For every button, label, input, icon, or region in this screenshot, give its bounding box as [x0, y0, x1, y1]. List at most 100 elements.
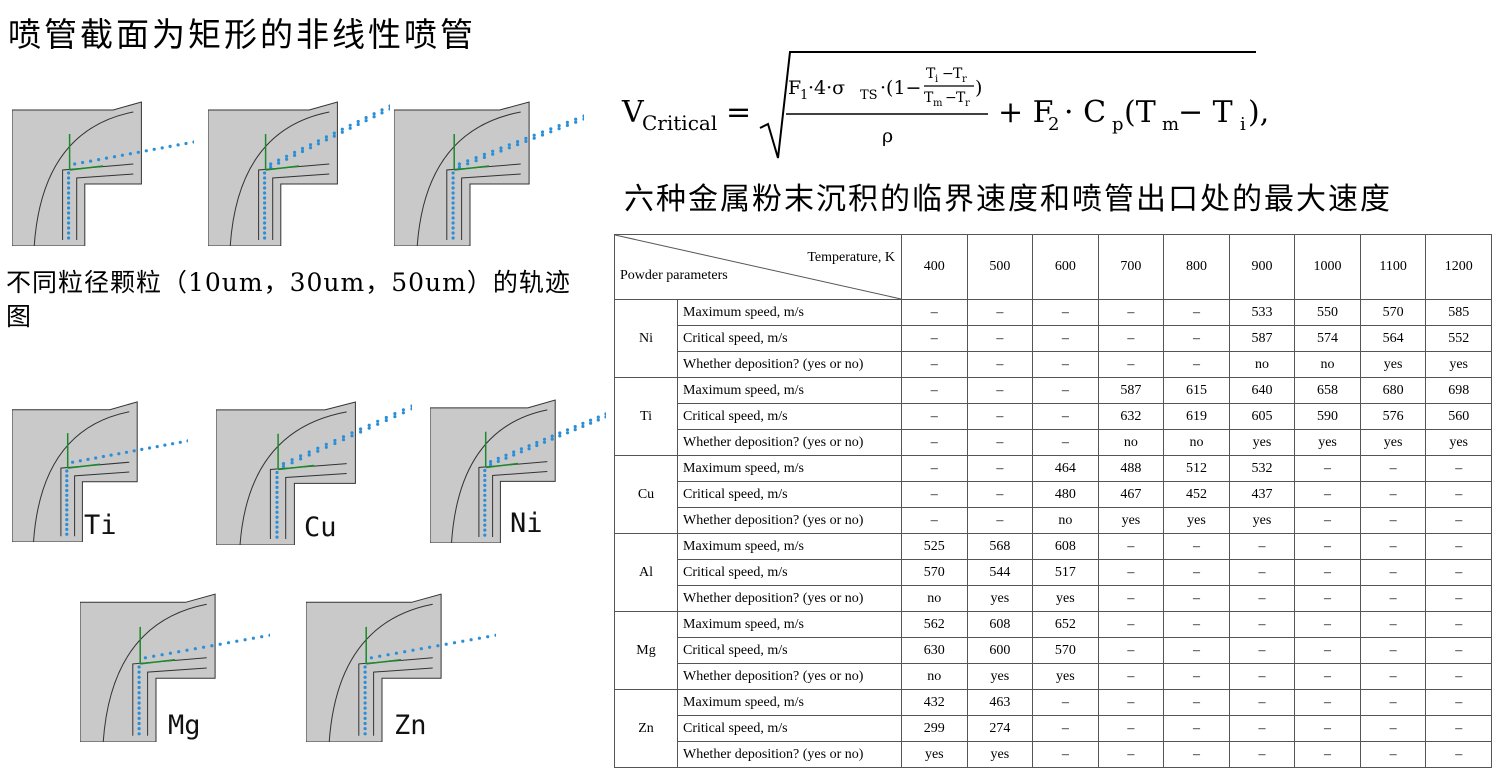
value-cell: – [1425, 507, 1492, 534]
nozzle-channel [358, 657, 433, 736]
value-cell: – [1294, 533, 1361, 560]
particle-dot [104, 156, 109, 160]
formula-f1-sub: 1 [800, 88, 808, 103]
particle-dot [117, 452, 121, 456]
value-cell: – [1294, 585, 1361, 612]
nozzle-wall-curve [451, 409, 548, 543]
particle-dot [581, 421, 585, 425]
particle-dot [499, 149, 503, 153]
particle-dot [542, 437, 547, 441]
particle-dot [394, 651, 398, 655]
coordinate-axes [264, 134, 300, 171]
particle-dot [94, 456, 98, 460]
particle-dot [275, 480, 279, 484]
particle-dot [299, 457, 303, 461]
value-cell: – [1032, 325, 1099, 352]
particle-dot [582, 117, 584, 121]
particle-dot [504, 453, 508, 457]
particle-dot [171, 442, 175, 446]
particle-dot [474, 156, 478, 160]
particle-dot [474, 159, 478, 163]
particle-dot [350, 434, 354, 438]
formula-cp-sub: p [1112, 114, 1124, 135]
coordinate-axes [277, 433, 315, 471]
particle-dot [184, 141, 188, 146]
particle-dot [557, 127, 561, 131]
formula-rho: ρ [882, 125, 893, 147]
nozzle-body-shape [208, 101, 338, 246]
powder-header: Powder parameters [620, 268, 728, 283]
value-cell: yes [1425, 351, 1492, 378]
particle-dot [451, 211, 455, 215]
value-cell: 587 [1228, 325, 1296, 352]
metal-label: Cu [304, 512, 337, 543]
value-cell: 574 [1294, 325, 1361, 352]
particle-dot [519, 450, 523, 454]
value-cell: – [1032, 351, 1099, 378]
formula-paren-minus: − T [1178, 95, 1233, 130]
particle-dot [364, 119, 368, 123]
value-cell: – [1228, 663, 1296, 690]
particle-dot [558, 431, 562, 435]
particle-dot [263, 236, 267, 240]
particle-dot [316, 142, 320, 146]
value-cell: 585 [1425, 299, 1492, 326]
particle-dot [532, 136, 536, 140]
formula-v-sub: Critical [642, 111, 717, 135]
particle-dot [451, 206, 455, 210]
trajectory-image-mg: Mg [80, 592, 270, 742]
parameter-cell: Critical speed, m/s [677, 481, 902, 508]
particle-dot [97, 158, 101, 162]
particle-dot [263, 216, 267, 220]
particle-dot [285, 154, 289, 158]
particle-dot [376, 422, 380, 426]
nozzle-body-shape [216, 401, 356, 545]
particle-dot [507, 143, 511, 147]
particle-dot [363, 727, 367, 731]
value-cell: yes [1228, 429, 1296, 456]
formula-tr-2: T [956, 90, 966, 106]
particle-dot [340, 130, 344, 134]
metal-label: Mg [168, 710, 201, 741]
parameter-cell: Critical speed, m/s [677, 637, 902, 664]
value-cell: 560 [1425, 403, 1492, 430]
particle-dot [307, 450, 311, 454]
particle-dot [393, 412, 397, 416]
value-cell: – [1097, 715, 1165, 742]
particle-dot [565, 428, 570, 432]
particle-dot [137, 665, 141, 669]
particle-dot [550, 437, 554, 441]
particle-dot [65, 527, 69, 531]
value-cell: yes [966, 663, 1034, 690]
particle-dot [535, 440, 539, 445]
nozzle-wall-curve [102, 603, 207, 742]
parameter-cell: Critical speed, m/s [677, 559, 902, 586]
nozzle-wall-curve [229, 111, 330, 246]
value-cell: – [1163, 299, 1230, 326]
particle-dot [452, 641, 457, 645]
particle-dot [359, 427, 363, 431]
particle-dot [451, 221, 455, 225]
particle-dot [466, 159, 470, 163]
particle-dot [451, 171, 455, 175]
particle-dot [341, 438, 346, 442]
particle-dot [152, 147, 156, 151]
value-cell: – [1359, 455, 1427, 482]
value-cell: – [1032, 429, 1099, 456]
value-cell: – [1097, 663, 1165, 690]
temperature-column-header: 1200 [1425, 234, 1492, 300]
nozzle-body-shape [306, 593, 442, 742]
temperature-column-header: 900 [1228, 234, 1296, 300]
particle-dot [65, 532, 69, 536]
formula-tm-sub: m [933, 98, 943, 109]
particle-dot [461, 639, 465, 643]
coordinate-axes [139, 626, 176, 665]
nozzle-wall-curve [416, 111, 521, 246]
particle-dot [281, 464, 286, 469]
particle-dot [263, 201, 267, 205]
trajectory-image-2 [208, 100, 390, 246]
particle-dot [532, 133, 536, 137]
value-cell: – [1294, 507, 1361, 534]
particle-dot [263, 176, 267, 180]
particle-dot [419, 647, 423, 651]
